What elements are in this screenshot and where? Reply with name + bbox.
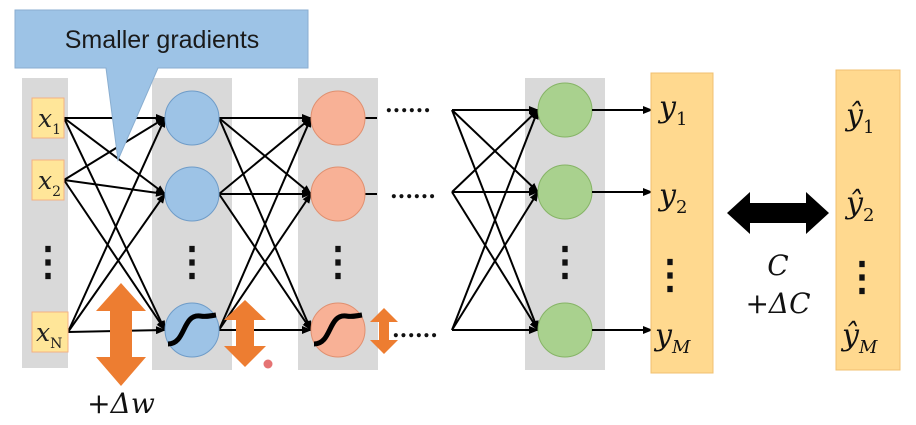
target-y2: ŷ2 <box>844 186 874 226</box>
sigmoid-curve <box>167 312 217 347</box>
connection-edge <box>218 117 312 331</box>
neuron <box>164 90 220 146</box>
connection-edge <box>63 117 166 181</box>
output-yM: yM <box>653 318 691 358</box>
input-box <box>31 159 65 201</box>
input-box <box>31 97 65 139</box>
connection-edge <box>451 109 539 331</box>
output-ellipsis: ⋮ <box>650 251 690 298</box>
neuron <box>537 302 593 358</box>
input-x1: x1 <box>31 97 65 139</box>
pointer-dot <box>263 359 273 369</box>
layer-dots: ...... <box>385 92 431 118</box>
weight-change-arrow <box>96 283 146 386</box>
input-sub: 2 <box>52 184 61 200</box>
connection-edge <box>218 117 312 195</box>
connection-edge <box>67 117 166 333</box>
target-base: ŷ <box>840 318 860 353</box>
sigmoid-curve <box>313 312 363 347</box>
svg-text:x1: x1 <box>38 104 61 138</box>
activation-change-arrow-large <box>224 300 266 367</box>
callout-text: Smaller gradients <box>65 26 260 54</box>
input-base: x <box>36 318 50 347</box>
target-base: ŷ <box>844 98 864 133</box>
input-base: x <box>38 104 52 133</box>
neuron-ellipsis: ⋮ <box>545 238 585 285</box>
input-sub: N <box>50 336 62 352</box>
output-sub: 1 <box>676 109 687 130</box>
connection-edge <box>451 191 539 331</box>
layer-dots: ...... <box>390 178 436 204</box>
connection-edge <box>63 179 166 331</box>
target-band <box>835 69 901 371</box>
input-xN: xN <box>31 311 69 353</box>
output-y1: y1 <box>657 90 687 130</box>
target-sub: M <box>858 337 878 358</box>
neuron <box>537 164 593 220</box>
input-sub: 1 <box>52 122 61 138</box>
input-box <box>31 311 69 353</box>
cost-label: C <box>767 249 788 282</box>
connection-edge <box>63 117 166 331</box>
output-band <box>650 72 714 374</box>
hidden-layer-2: ⋮ <box>310 90 366 358</box>
connection-edge <box>218 193 312 331</box>
connection-edge <box>451 109 539 193</box>
neuron <box>310 90 366 146</box>
cost-delta: +ΔC <box>745 287 810 320</box>
target-ellipsis: ⋮ <box>842 253 882 300</box>
neuron-ellipsis: ⋮ <box>318 238 358 285</box>
callout: Smaller gradients <box>14 9 309 162</box>
target-yM: ŷM <box>840 318 878 358</box>
connection-edge <box>63 179 166 197</box>
double-arrow <box>727 192 829 234</box>
target-base: ŷ <box>844 186 864 221</box>
target-sub: 1 <box>863 117 874 138</box>
target-y1: ŷ1 <box>844 98 874 138</box>
target-sub: 2 <box>863 205 874 226</box>
output-base: y <box>657 90 677 125</box>
activation-change-arrow-small <box>370 308 398 354</box>
connection-edge <box>63 117 166 195</box>
output-sub: M <box>671 337 691 358</box>
output-base: y <box>657 178 677 213</box>
svg-text:xN: xN <box>36 318 62 352</box>
output-y2: y2 <box>657 178 687 218</box>
layer-dots: ...... <box>392 317 438 343</box>
weight-delta-label: +Δw <box>87 387 155 420</box>
neuron-sigmoid <box>310 302 366 358</box>
neuron-ellipsis: ⋮ <box>172 238 212 285</box>
input-ellipsis: ⋮ <box>28 238 68 285</box>
callout-shape <box>14 9 309 162</box>
neuron <box>537 82 593 138</box>
neuron <box>310 166 366 222</box>
neuron-sigmoid <box>164 302 220 358</box>
connection-edge <box>67 193 166 333</box>
input-base: x <box>38 166 52 195</box>
output-base: y <box>653 318 673 353</box>
output-sub: 2 <box>676 197 687 218</box>
input-x2: x2 <box>31 159 65 201</box>
svg-text:x2: x2 <box>38 166 61 200</box>
hidden-layer-1: ⋮ <box>164 90 220 358</box>
neuron <box>164 166 220 222</box>
